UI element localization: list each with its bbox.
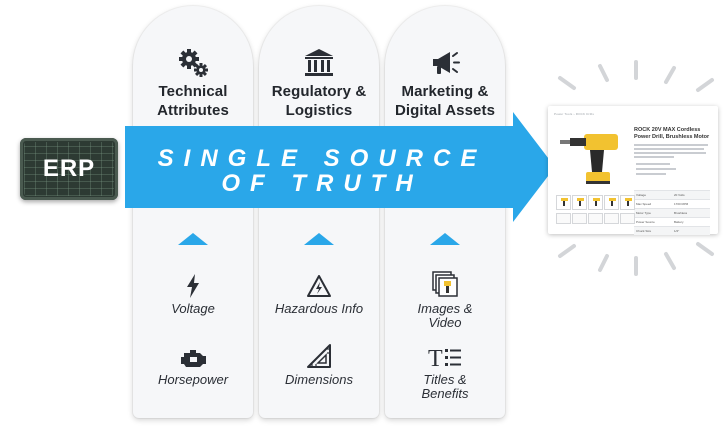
up-triangle-icon — [178, 233, 208, 245]
thumbnail — [620, 213, 635, 224]
arrow-label: SINGLE SOURCE OF TRUTH — [157, 145, 487, 197]
erp-label: ERP — [42, 155, 96, 182]
marketing-digital-assets-column: Marketing &Digital Assets Images &Video … — [385, 6, 505, 418]
lightning-icon — [133, 268, 253, 298]
highlight-rays — [558, 60, 714, 276]
thumbnail — [556, 213, 571, 224]
bank-building-icon — [259, 46, 379, 85]
breadcrumb: Power Tools › ROCK Drills — [554, 112, 595, 116]
single-source-arrow — [125, 112, 555, 222]
hazard-warning-icon — [259, 268, 379, 298]
thumbnail — [572, 213, 587, 224]
attribute-horsepower: Horsepower — [133, 339, 253, 387]
attribute-titles-benefits: T Titles &Benefits — [385, 339, 505, 401]
engine-icon — [133, 339, 253, 369]
column-title: Marketing &Digital Assets — [394, 83, 496, 119]
megaphone-icon — [385, 46, 505, 85]
text-list-icon: T — [385, 339, 505, 369]
up-triangle-icon — [430, 233, 460, 245]
attribute-dimensions: Dimensions — [259, 339, 379, 387]
image-gallery-icon — [385, 268, 505, 298]
drill-image — [560, 134, 618, 184]
set-square-ruler-icon — [259, 339, 379, 369]
attribute-voltage: Voltage — [133, 268, 253, 316]
thumbnail — [588, 195, 603, 210]
up-triangle-icon — [304, 233, 334, 245]
svg-text:T: T — [428, 346, 443, 369]
attribute-images-video: Images &Video — [385, 268, 505, 330]
column-title: Regulatory &Logistics — [271, 83, 367, 119]
erp-box: ERP — [20, 138, 118, 200]
thumbnail — [604, 213, 619, 224]
product-page-card: Power Tools › ROCK Drills ROCK 20V MAX C… — [548, 106, 718, 235]
thumbnail — [620, 195, 635, 210]
thumbnail — [588, 213, 603, 224]
attribute-hazardous-info: Hazardous Info — [259, 268, 379, 316]
regulatory-logistics-column: Regulatory &Logistics Hazardous Info Dim… — [259, 6, 379, 418]
thumbnail — [572, 195, 587, 210]
thumbnail — [556, 195, 571, 210]
thumbnail — [604, 195, 619, 210]
gears-icon — [133, 46, 253, 85]
